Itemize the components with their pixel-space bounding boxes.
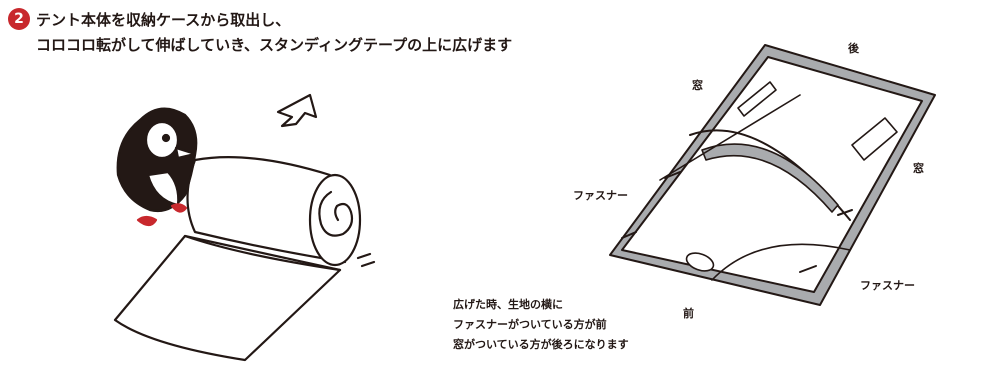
penguin-foot bbox=[170, 203, 188, 213]
direction-arrow bbox=[276, 93, 318, 128]
zipper-mark-left-2 bbox=[621, 231, 637, 239]
label-zipper-left: ファスナー bbox=[573, 189, 628, 202]
label-back: 後 bbox=[848, 42, 859, 55]
zipper-mark-right-2 bbox=[837, 209, 853, 216]
note-line-3: 窓がついている方が後ろになります bbox=[453, 338, 629, 351]
note-line-1: 広げた時、生地の横に bbox=[453, 298, 563, 311]
label-window-left: 窓 bbox=[692, 79, 703, 92]
zipper-mark-left bbox=[664, 171, 681, 179]
tent-inner-sheet bbox=[621, 56, 923, 293]
orientation-note: 広げた時、生地の横に ファスナーがついている方が前 窓がついている方が後ろになり… bbox=[453, 295, 629, 355]
rolling-tent-illustration bbox=[113, 93, 376, 362]
step-number-badge: 2 bbox=[8, 8, 30, 30]
label-window-right: 窓 bbox=[913, 162, 924, 175]
roll-end bbox=[308, 173, 362, 267]
label-front: 前 bbox=[683, 307, 694, 320]
gray-strap bbox=[701, 143, 839, 213]
front-door-opening bbox=[685, 252, 715, 272]
label-zipper-right: ファスナー bbox=[860, 279, 915, 292]
rolled-tent-body bbox=[186, 156, 347, 264]
penguin-foot bbox=[136, 215, 158, 227]
unfolded-tent-diagram bbox=[609, 44, 936, 306]
unrolled-sheet bbox=[113, 234, 342, 362]
note-line-2: ファスナーがついている方が前 bbox=[453, 318, 607, 331]
window-left-rect bbox=[737, 81, 777, 117]
penguin-mascot bbox=[116, 107, 198, 227]
roll-spiral bbox=[318, 190, 354, 237]
instruction-line-1: テント本体を収納ケースから取出し、 bbox=[36, 11, 291, 29]
instruction-line-2: コロコロ転がして伸ばしていき、スタンディングテープの上に広げます bbox=[36, 36, 513, 54]
window-right-rect bbox=[851, 117, 898, 161]
zipper-mark-right bbox=[799, 265, 817, 273]
